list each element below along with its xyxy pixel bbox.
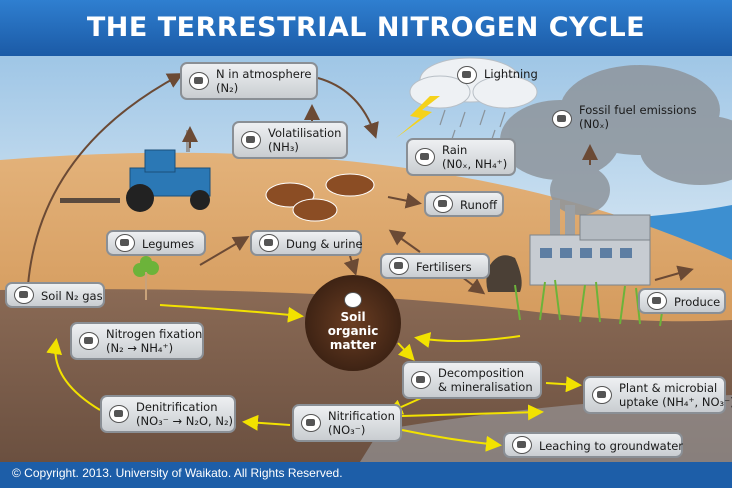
camera-icon xyxy=(552,110,572,128)
soil-n2-gas-text: Soil N₂ gas xyxy=(41,289,103,303)
cows xyxy=(265,173,375,222)
soil-organic-line-2: organic xyxy=(327,324,379,338)
camera-icon[interactable] xyxy=(344,292,362,308)
footer-bar xyxy=(0,462,732,488)
volatilisation-formula: (NH₃) xyxy=(268,140,299,154)
plant-uptake-formula: uptake (NH₄⁺, NO₃⁻) xyxy=(619,395,732,409)
label-nitrogen-fixation[interactable]: Nitrogen fixation (N₂ → NH₄⁺) xyxy=(70,322,204,360)
rain-formula: (N0ₓ, NH₄⁺) xyxy=(442,157,508,171)
label-volatilisation[interactable]: Volatilisation (NH₃) xyxy=(232,121,348,159)
camera-icon xyxy=(189,72,209,90)
camera-icon xyxy=(259,234,279,252)
label-plant-uptake[interactable]: Plant & microbial uptake (NH₄⁺, NO₃⁻) xyxy=(583,376,732,414)
camera-icon xyxy=(512,436,532,454)
volatilisation-title: Volatilisation xyxy=(268,126,342,140)
rain xyxy=(439,109,506,146)
camera-icon xyxy=(79,332,99,350)
ground-surface xyxy=(0,152,732,330)
copyright-text: © Copyright. 2013. University of Waikato… xyxy=(12,466,343,480)
nitrification-formula: (NO₃⁻) xyxy=(328,423,366,437)
nitrogen-fixation-formula: (N₂ → NH₄⁺) xyxy=(106,341,174,355)
n-atmosphere-title: N in atmosphere xyxy=(216,67,312,81)
rain-title: Rain xyxy=(442,143,468,157)
fertiliser-sack xyxy=(486,255,522,292)
leaching-text: Leaching to groundwater xyxy=(539,439,684,453)
fossil-fuel-formula: (N0ₓ) xyxy=(579,117,609,131)
label-leaching[interactable]: Leaching to groundwater xyxy=(503,432,683,458)
tractor xyxy=(60,130,211,212)
decomposition-title: Decomposition xyxy=(438,366,525,380)
label-produce[interactable]: Produce xyxy=(638,288,726,314)
label-fossil-fuel[interactable]: Fossil fuel emissions (N0ₓ) xyxy=(545,100,697,138)
flow-arrows-brown xyxy=(27,73,694,295)
lightning-bolt xyxy=(396,96,440,138)
soil-organic-matter-ball xyxy=(305,275,401,371)
label-lightning[interactable]: Lightning xyxy=(450,62,538,88)
legumes-text: Legumes xyxy=(142,237,195,251)
cloud xyxy=(409,57,538,109)
label-n-atmosphere[interactable]: N in atmosphere (N₂) xyxy=(180,62,318,100)
label-fertilisers[interactable]: Fertilisers xyxy=(380,253,490,279)
camera-icon xyxy=(301,414,321,432)
label-rain[interactable]: Rain (N0ₓ, NH₄⁺) xyxy=(406,138,516,176)
lightning-text: Lightning xyxy=(484,67,538,81)
camera-icon xyxy=(241,131,261,149)
plant-uptake-title: Plant & microbial xyxy=(619,381,718,395)
header-bar xyxy=(0,0,732,56)
legume-plant xyxy=(133,256,159,300)
camera-icon xyxy=(415,148,435,166)
denitrification-formula: (NO₃⁻ → N₂O, N₂) xyxy=(136,414,234,428)
dung-urine-text: Dung & urine xyxy=(286,237,363,251)
n-atmosphere-formula: (N₂) xyxy=(216,81,239,95)
camera-icon xyxy=(433,195,453,213)
nitrification-title: Nitrification xyxy=(328,409,395,423)
soil-organic-matter-label: Soil organic matter xyxy=(318,310,388,352)
nitrogen-fixation-title: Nitrogen fixation xyxy=(106,327,203,341)
soil-organic-line-1: Soil xyxy=(340,310,366,324)
fertilisers-text: Fertilisers xyxy=(416,260,472,274)
denitrification-title: Denitrification xyxy=(136,400,218,414)
camera-icon xyxy=(647,292,667,310)
camera-icon xyxy=(457,66,477,84)
camera-icon xyxy=(115,234,135,252)
camera-icon xyxy=(411,371,431,389)
camera-icon xyxy=(389,257,409,275)
label-legumes[interactable]: Legumes xyxy=(106,230,206,256)
label-dung-urine[interactable]: Dung & urine xyxy=(250,230,363,256)
camera-icon xyxy=(109,405,129,423)
produce-text: Produce xyxy=(674,295,721,309)
fossil-fuel-title: Fossil fuel emissions xyxy=(579,103,697,117)
label-denitrification[interactable]: Denitrification (NO₃⁻ → N₂O, N₂) xyxy=(100,395,236,433)
runoff-text: Runoff xyxy=(460,198,498,212)
label-decomposition[interactable]: Decomposition & mineralisation xyxy=(402,361,542,399)
soil-organic-line-3: matter xyxy=(329,338,377,352)
factory xyxy=(529,200,651,286)
page-title: THE TERRESTRIAL NITROGEN CYCLE xyxy=(86,12,646,43)
label-runoff[interactable]: Runoff xyxy=(424,191,504,217)
label-nitrification[interactable]: Nitrification (NO₃⁻) xyxy=(292,404,402,442)
label-soil-n2-gas[interactable]: Soil N₂ gas xyxy=(5,282,105,308)
camera-icon xyxy=(592,386,612,404)
camera-icon xyxy=(14,286,34,304)
decomposition-subtitle: & mineralisation xyxy=(438,380,533,394)
